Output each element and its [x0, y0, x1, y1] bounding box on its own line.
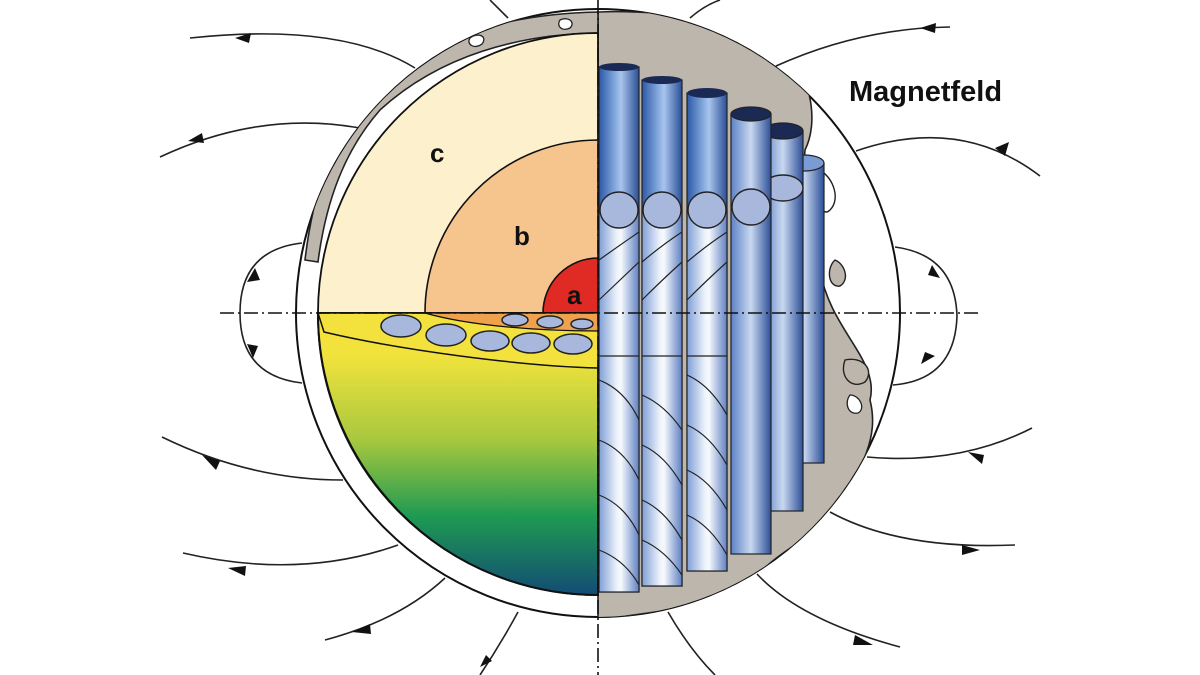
- label-c: c: [430, 138, 444, 168]
- cutaway-upper-quadrant: c b a: [317, 32, 599, 314]
- cylinder-4: [730, 106, 772, 555]
- arrow-icon: [921, 352, 935, 364]
- convection-cells: [380, 313, 594, 355]
- label-b: b: [514, 221, 530, 251]
- arrow-icon: [962, 545, 980, 555]
- layer-b-outer-core: [424, 139, 599, 314]
- arrow-icon: [352, 624, 371, 634]
- cylinder-1: [598, 63, 640, 593]
- arrow-icon: [480, 655, 492, 667]
- cylinder-3: [686, 88, 728, 572]
- arrow-icon: [853, 635, 873, 645]
- diagram-title: Magnetfeld: [849, 76, 1002, 108]
- arrow-icon: [968, 452, 984, 464]
- cylinder-2: [641, 76, 683, 587]
- helical-field-lines: [598, 231, 728, 586]
- arrow-icon: [202, 455, 220, 470]
- cutaway-lower-quadrant: [316, 312, 599, 596]
- arrow-icon: [247, 268, 260, 282]
- label-a: a: [567, 280, 582, 310]
- arrow-icon: [235, 33, 251, 43]
- inner-rim-line: [317, 312, 599, 596]
- arrow-icon: [920, 23, 936, 33]
- arrow-icon: [995, 142, 1009, 156]
- arrow-icon: [228, 566, 246, 576]
- taylor-columns: [598, 63, 825, 593]
- arrow-icon: [247, 344, 258, 358]
- magnetic-field-lines: [159, 0, 1041, 675]
- arrow-icon: [188, 133, 204, 143]
- arrow-icon: [928, 265, 940, 278]
